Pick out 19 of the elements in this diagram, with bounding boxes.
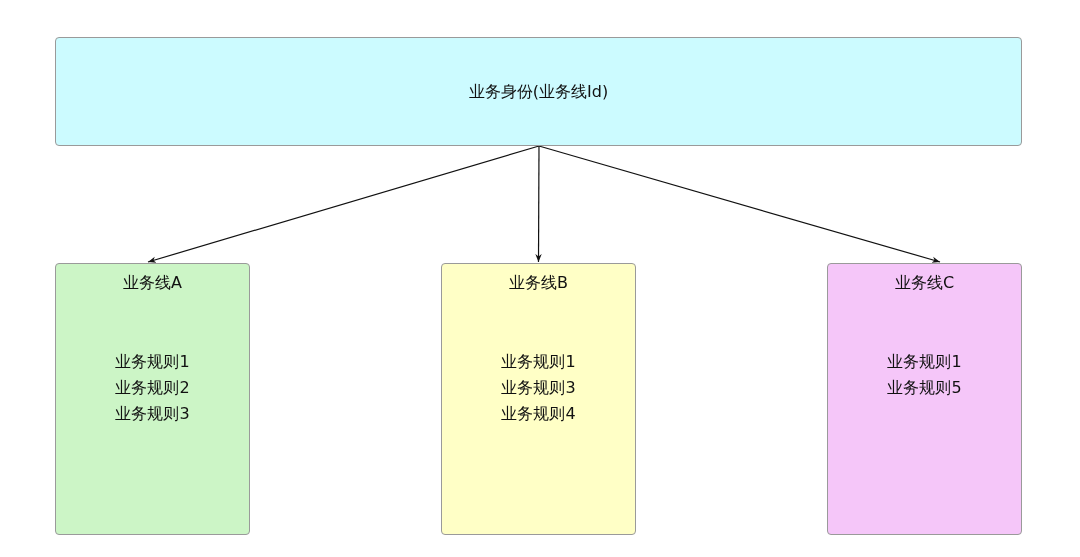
process-box [827,263,1022,535]
arrow [147,145,540,263]
box-heading: 业务线C [894,273,955,294]
rule-text: 业务规则2 [115,378,190,399]
rule-text: 业务规则5 [887,378,962,399]
process-box [55,263,250,535]
arrow [538,145,941,263]
rule-text: 业务规则1 [115,352,190,373]
process-box [441,263,636,535]
rule-text: 业务规则3 [501,378,576,399]
rule-text: 业务规则1 [887,352,962,373]
rule-text: 业务规则4 [501,404,576,425]
rule-text: 业务规则3 [115,404,190,425]
arrow [535,145,542,263]
process-box [55,37,1022,146]
box-title: 业务身份(业务线Id) [468,82,609,103]
rule-text: 业务规则1 [501,352,576,373]
box-heading: 业务线B [509,273,568,294]
box-heading: 业务线A [123,273,182,294]
